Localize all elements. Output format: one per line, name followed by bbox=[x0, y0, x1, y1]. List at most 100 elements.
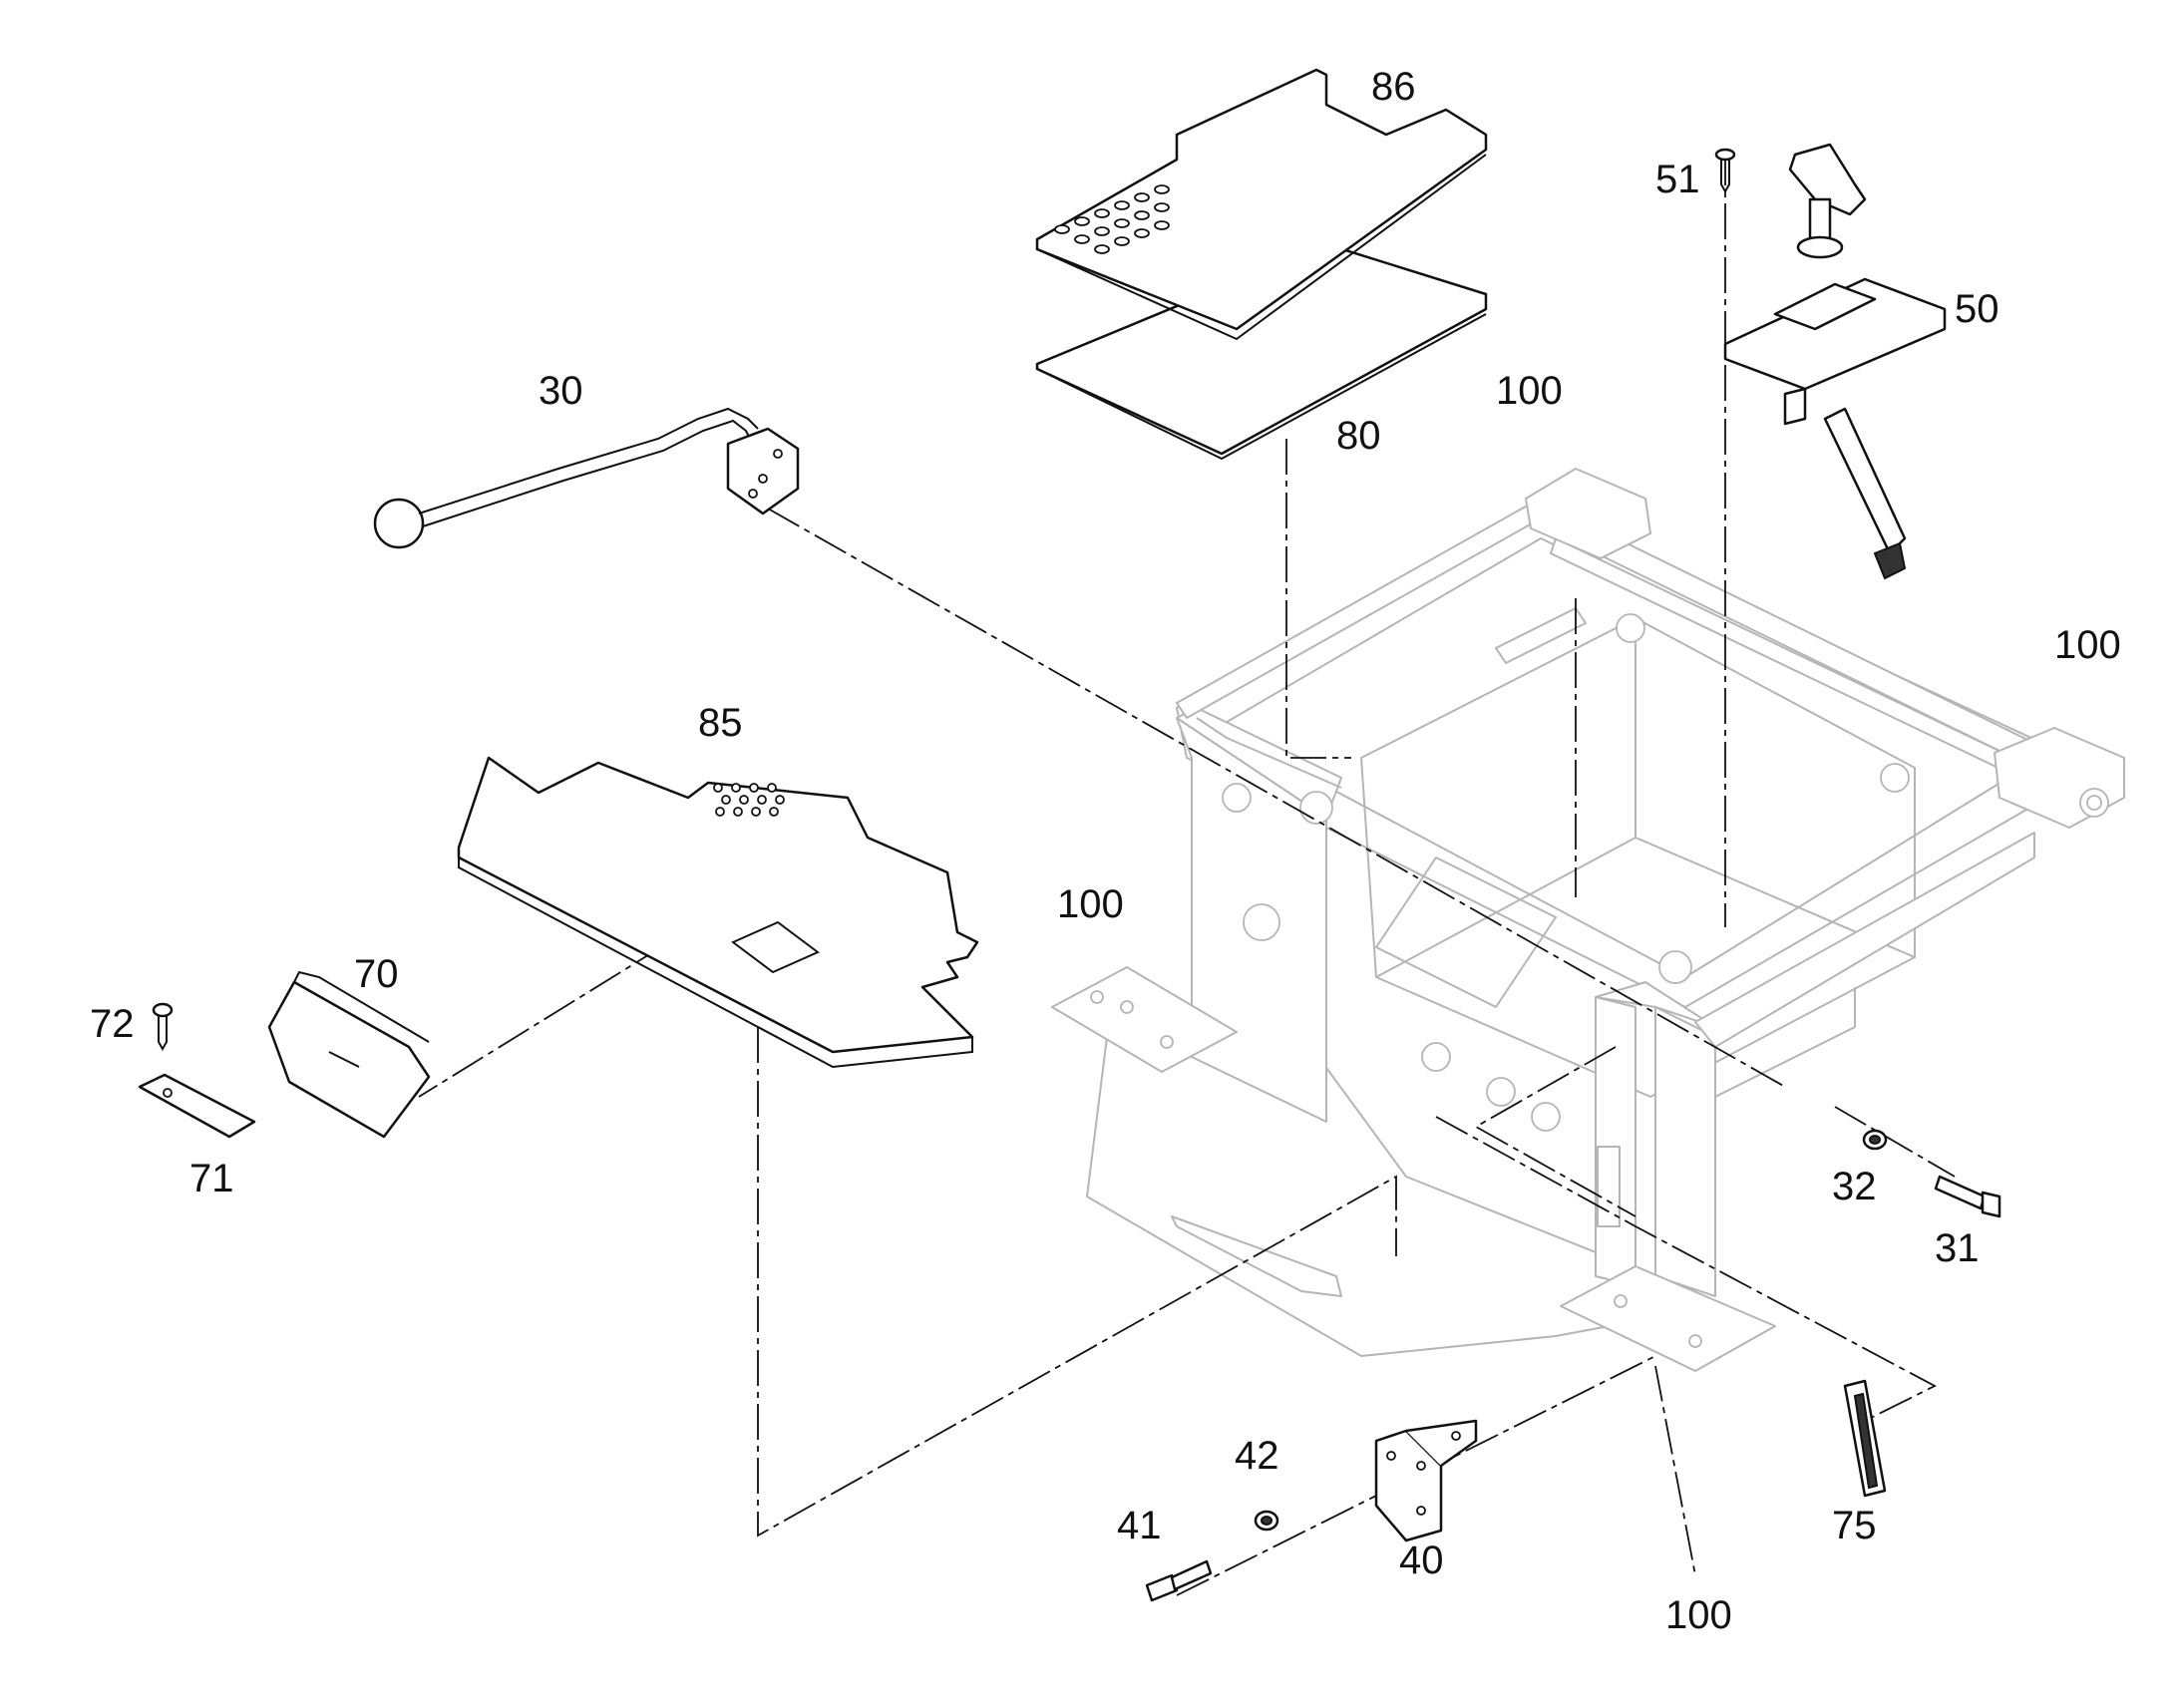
lever-block-hole-2 bbox=[758, 474, 768, 484]
foot-plate-right-hole-1 bbox=[1614, 1294, 1628, 1308]
screw-72-shank bbox=[158, 1015, 168, 1052]
foot-plate-right bbox=[1560, 1265, 1776, 1372]
bracket-40-hole-4 bbox=[1451, 1431, 1461, 1441]
callout-41: 41 bbox=[1117, 1504, 1162, 1547]
part-32-washer bbox=[1862, 1129, 1888, 1151]
lever-knob bbox=[373, 498, 425, 549]
foot-plate-right-hole-2 bbox=[1688, 1334, 1702, 1348]
callout-100-right: 100 bbox=[2054, 623, 2121, 667]
part-71-clip-plate bbox=[138, 1073, 256, 1139]
foot-plate-left-hole-3 bbox=[1160, 1035, 1174, 1049]
lever-rod-lower bbox=[422, 419, 751, 527]
callout-32: 32 bbox=[1832, 1165, 1877, 1208]
callout-86: 86 bbox=[1371, 65, 1416, 109]
part-70-handle bbox=[267, 970, 431, 1139]
part-41-bolt bbox=[1145, 1559, 1213, 1602]
callout-51: 51 bbox=[1655, 158, 1700, 201]
callout-50: 50 bbox=[1955, 287, 1999, 331]
right-side-rail bbox=[1694, 832, 2035, 1048]
washer-42-hole bbox=[1261, 1516, 1272, 1526]
right-upright bbox=[1595, 996, 1636, 1287]
inner-ramp bbox=[1375, 856, 1557, 1008]
corner-block-right-hole-inner bbox=[2086, 795, 2102, 811]
bracket-40-hole-1 bbox=[1386, 1451, 1396, 1461]
bolt-31-shank bbox=[1934, 1175, 1987, 1210]
latch-base-plate bbox=[1723, 277, 1947, 391]
frame-hole-9 bbox=[1531, 1102, 1561, 1132]
latch-collar bbox=[1796, 235, 1844, 259]
cushion-86-body bbox=[1035, 68, 1488, 331]
callout-70: 70 bbox=[354, 952, 399, 996]
frame-hole-7 bbox=[1421, 1042, 1451, 1072]
cushion-86-vent-holes bbox=[1054, 184, 1170, 254]
part-85-floor-plate bbox=[457, 756, 979, 1069]
part-31-bolt bbox=[1934, 1175, 2001, 1218]
upper-cross-tube bbox=[1550, 537, 2035, 784]
plate-85-vent-holes bbox=[713, 783, 785, 817]
callout-71: 71 bbox=[189, 1157, 234, 1200]
plate-85-body bbox=[457, 756, 979, 1054]
callout-80: 80 bbox=[1336, 414, 1381, 458]
latch-rod bbox=[1823, 407, 1907, 555]
clip-plate-71 bbox=[138, 1073, 256, 1139]
leader-plate-85 bbox=[757, 1027, 1397, 1537]
handle-70-body bbox=[267, 980, 431, 1139]
rear-tube-left bbox=[1176, 503, 1542, 719]
frame-hole-1 bbox=[1243, 903, 1280, 941]
foot-plate-left-hole-2 bbox=[1120, 1000, 1134, 1014]
part-42-washer bbox=[1254, 1510, 1279, 1532]
callout-100-left: 100 bbox=[1057, 882, 1124, 926]
right-upright-b bbox=[1654, 1006, 1716, 1297]
callout-100-rear: 100 bbox=[1496, 369, 1563, 413]
leader-pad-80 bbox=[1285, 439, 1351, 759]
cushion-86-edge bbox=[1036, 154, 1487, 341]
callout-40: 40 bbox=[1399, 1538, 1444, 1582]
leader-bracket-upright bbox=[1474, 1046, 1636, 1217]
left-upright-chamfer bbox=[1196, 717, 1342, 789]
callout-72: 72 bbox=[90, 1002, 135, 1046]
lever-block-hole-1 bbox=[773, 449, 783, 459]
leader-bolt-41 bbox=[1176, 1355, 1656, 1596]
part-86-seat-cushion bbox=[1035, 68, 1488, 341]
plate-85-edge bbox=[458, 857, 973, 1069]
bracket-40-hole-2 bbox=[1416, 1461, 1426, 1471]
lever-clevis-block bbox=[726, 427, 800, 515]
base-cutout bbox=[1171, 1215, 1342, 1297]
right-side-rail-face bbox=[1714, 987, 1856, 1098]
corner-block-rear bbox=[1525, 468, 1651, 559]
latch-stem bbox=[1808, 197, 1832, 241]
foot-plate-left-hole-1 bbox=[1090, 990, 1104, 1004]
callout-75: 75 bbox=[1832, 1504, 1877, 1547]
washer-32-hole bbox=[1869, 1135, 1881, 1145]
right-upright-slot bbox=[1597, 1146, 1621, 1227]
callout-30: 30 bbox=[539, 369, 583, 413]
frame-hole-3 bbox=[1299, 791, 1333, 825]
bolt-41-head bbox=[1145, 1573, 1179, 1602]
leader-lever-30 bbox=[767, 508, 1786, 1088]
cover-75-slot bbox=[1853, 1392, 1879, 1490]
latch-top-plate bbox=[1773, 282, 1877, 331]
callout-42: 42 bbox=[1235, 1434, 1279, 1478]
frame-hole-2 bbox=[1222, 783, 1252, 813]
plate-85-slot bbox=[731, 920, 820, 974]
frame-hole-6 bbox=[1616, 613, 1645, 643]
handle-70-grip bbox=[293, 970, 430, 1043]
screw-51-shank bbox=[1720, 160, 1730, 194]
lever-block-hole-3 bbox=[748, 489, 758, 499]
callout-85: 85 bbox=[698, 701, 743, 745]
screw-72-head bbox=[152, 1002, 174, 1018]
bracket-40-hole-3 bbox=[1416, 1506, 1426, 1516]
handle-70-slot bbox=[328, 1051, 360, 1068]
clip-plate-71-hole bbox=[163, 1088, 173, 1098]
bolt-31-head bbox=[1981, 1191, 2001, 1218]
callout-31: 31 bbox=[1935, 1226, 1980, 1270]
part-75-slotted-cover bbox=[1843, 1379, 1887, 1498]
frame-hole-5 bbox=[1880, 763, 1910, 793]
lever-rod-upper bbox=[418, 407, 759, 514]
latch-bracket bbox=[1783, 387, 1807, 426]
callout-labels: 86 51 50 30 100 80 100 85 100 70 72 71 3… bbox=[90, 65, 2121, 1637]
leader-cover-75 bbox=[1435, 1116, 1937, 1427]
pad-80-edge bbox=[1036, 313, 1487, 461]
part-72-screw bbox=[152, 1002, 174, 1052]
